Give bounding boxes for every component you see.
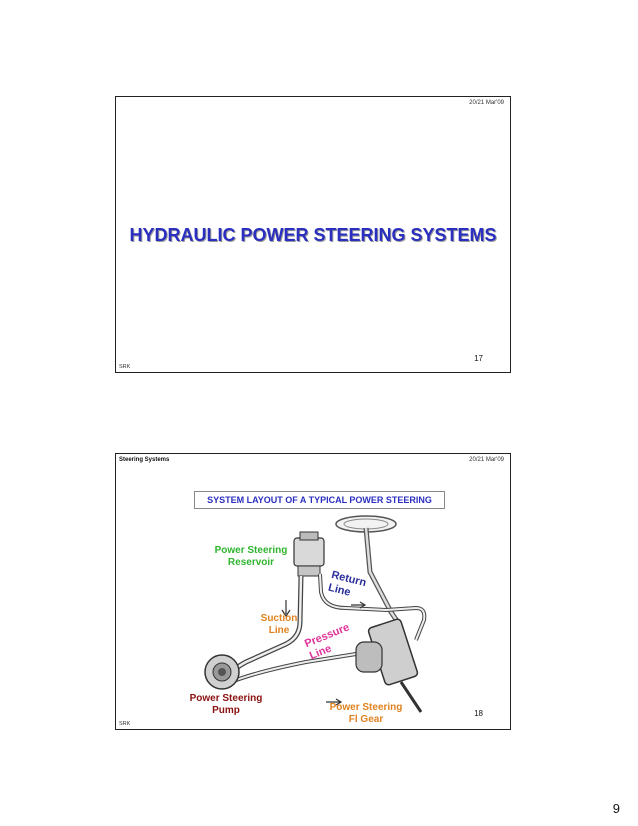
slide-header: Steering Systems [119, 457, 170, 463]
slide-page-number: 17 [474, 354, 483, 363]
slide-page-number: 18 [474, 709, 483, 718]
label-steering-gear: Power Steering Fl Gear [329, 702, 403, 725]
label-reservoir: Power Steering Reservoir [214, 545, 288, 568]
power-steering-diagram: Power Steering Reservoir Return Line Suc… [186, 512, 466, 725]
slide-date: 20/21 Mar'09 [469, 457, 504, 463]
reservoir-shape [293, 537, 325, 567]
slide-18: Steering Systems 20/21 Mar'09 SYSTEM LAY… [115, 453, 511, 730]
label-pump: Power Steering Pump [189, 693, 263, 716]
power-steering-illustration [204, 515, 427, 713]
slide-footer: SRK [119, 364, 131, 370]
slide-subtitle-box: SYSTEM LAYOUT OF A TYPICAL POWER STEERIN… [194, 491, 445, 509]
slide-footer: SRK [119, 721, 131, 727]
slide-17: 20/21 Mar'09 HYDRAULIC POWER STEERING SY… [115, 96, 511, 373]
slide-title: HYDRAULIC POWER STEERING SYSTEMS [129, 225, 497, 245]
slide-date: 20/21 Mar'09 [469, 100, 504, 106]
label-suction-line: Suction Line [260, 613, 298, 636]
sheet-page-number: 9 [612, 801, 620, 816]
